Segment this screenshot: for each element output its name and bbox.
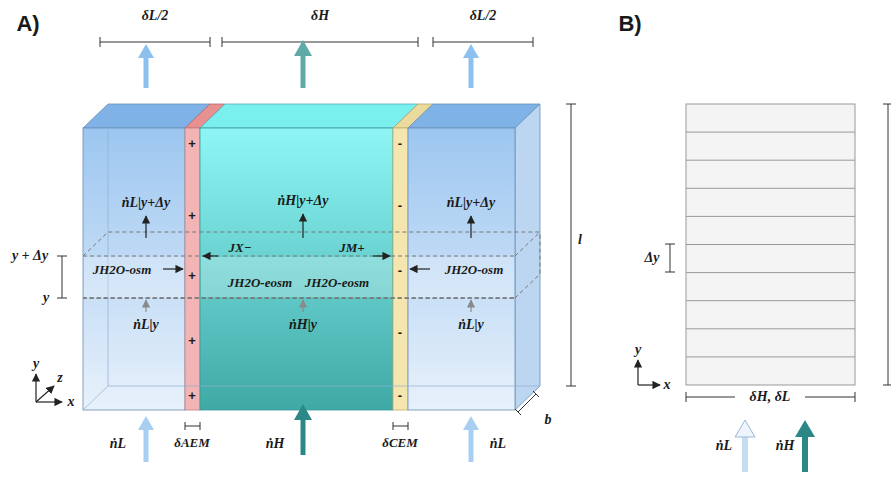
dimension: δL/2 — [470, 9, 497, 23]
dimension: l — [578, 233, 582, 247]
flow-label: ṅL|y — [458, 318, 484, 332]
flow-label: ṅL — [716, 439, 732, 453]
flux-label: JX− — [228, 241, 251, 254]
flux-label: JM+ — [339, 241, 364, 254]
charge-sign: + — [188, 269, 196, 282]
flow-label: ṅH — [266, 437, 285, 451]
axis-label: y — [33, 357, 39, 371]
flux-label: JH2O-eosm — [305, 276, 369, 289]
charge-sign: - — [398, 389, 402, 402]
flux-label: JH2O-eosm — [228, 276, 292, 289]
charge-sign: - — [398, 326, 402, 339]
axis-label: x — [664, 378, 671, 392]
flow-label: ṅH — [776, 439, 795, 453]
charge-sign: + — [188, 389, 196, 402]
charge-sign: - — [398, 137, 402, 150]
dimension: b — [545, 413, 552, 427]
flow-label: ṅH|y — [289, 318, 317, 332]
panel-letter: B) — [618, 13, 641, 35]
charge-sign: - — [398, 199, 402, 212]
flow-label: ṅL|y+Δy — [447, 196, 496, 210]
flux-label: JH2O-osm — [93, 263, 152, 276]
flow-label: ṅH|y+Δy — [278, 194, 329, 208]
dimension: y — [43, 291, 49, 305]
flow-label: ṅL — [110, 437, 126, 451]
dimension: δCEM — [382, 436, 418, 449]
panel-letter: A) — [16, 13, 39, 35]
axis-label: y — [635, 343, 641, 357]
charge-sign: - — [398, 264, 402, 277]
dimension: δH — [311, 9, 329, 23]
dimension: δAEM — [174, 436, 210, 449]
flow-label: ṅL — [490, 437, 506, 451]
flow-label: ṅL|y — [133, 318, 159, 332]
dimension: δH, δL — [750, 390, 791, 404]
flow-label: ṅL|y+Δy — [122, 196, 171, 210]
axis-label: z — [57, 371, 62, 385]
charge-sign: + — [188, 209, 196, 222]
dimension: y + Δy — [12, 249, 48, 263]
dimension: Δy — [645, 251, 660, 265]
axis-label: x — [68, 395, 75, 409]
flux-label: JH2O-osm — [445, 263, 504, 276]
dimension: δL/2 — [142, 9, 169, 23]
charge-sign: + — [188, 334, 196, 347]
charge-sign: + — [188, 137, 196, 150]
